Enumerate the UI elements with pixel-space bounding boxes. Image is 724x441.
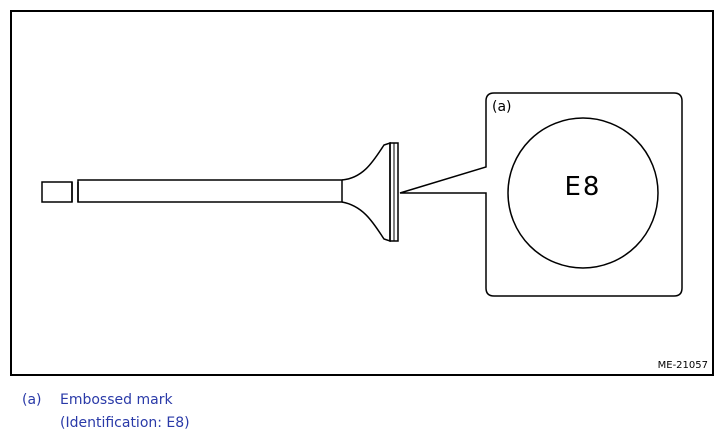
embossed-mark-text: E8 bbox=[564, 172, 602, 202]
valve-diagram bbox=[41, 92, 683, 297]
caption-row: (a) Embossed mark bbox=[22, 389, 190, 412]
valve-stem bbox=[77, 179, 343, 203]
callout-label: (a) bbox=[492, 99, 512, 115]
figure-id: ME-21057 bbox=[657, 360, 708, 371]
caption-key: (a) bbox=[22, 392, 42, 408]
caption: (a) Embossed mark (Identification: E8) bbox=[22, 389, 190, 435]
valve-head-flare bbox=[341, 141, 391, 243]
callout-bubble bbox=[399, 92, 683, 297]
detail-circle bbox=[507, 117, 659, 269]
caption-line-2: (Identification: E8) bbox=[60, 415, 190, 431]
figure-frame: (a) E8 ME-21057 bbox=[10, 10, 714, 376]
caption-line-1: Embossed mark bbox=[60, 392, 173, 408]
valve-stem-tip bbox=[41, 181, 73, 203]
